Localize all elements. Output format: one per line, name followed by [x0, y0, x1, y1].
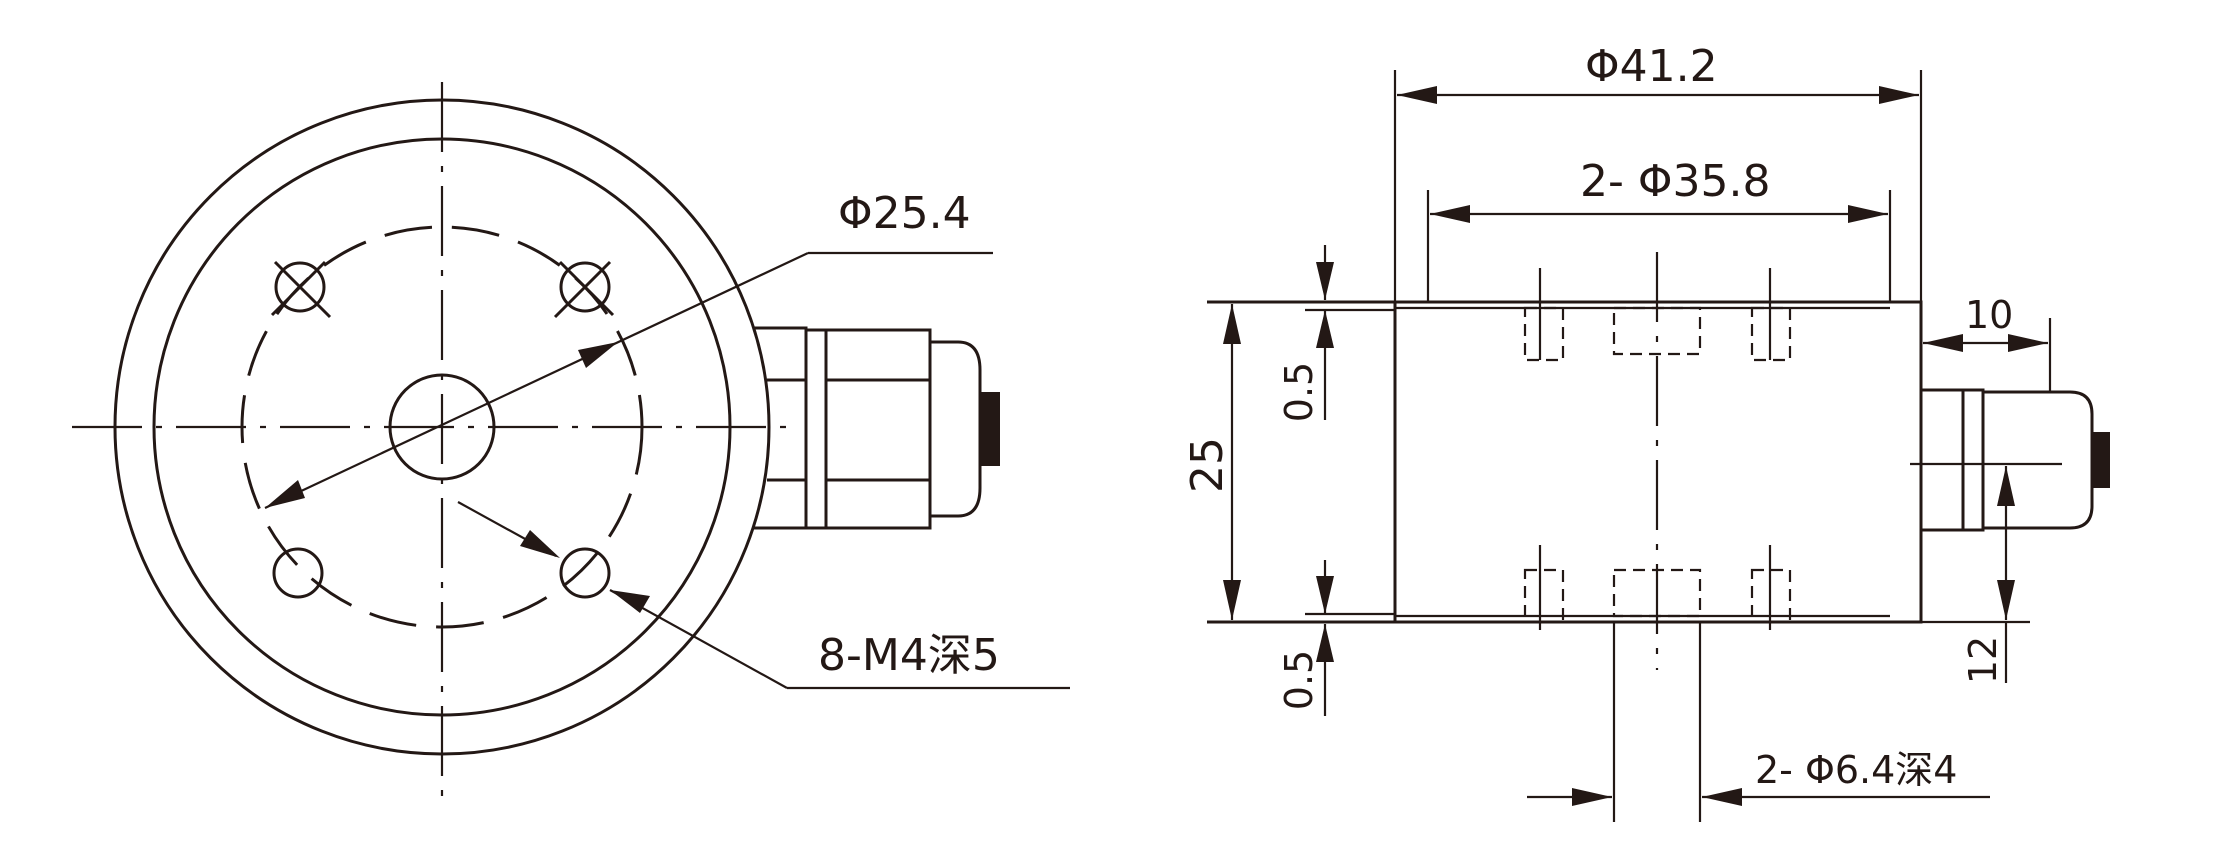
dim-overall-diameter: Φ41.2 — [1393, 41, 1923, 302]
center-hole — [388, 373, 496, 481]
hidden-holes-top — [1523, 268, 1792, 362]
dim-thread-holes: 8-M4深5 — [457, 501, 1070, 690]
label-outer-diameter: Φ25.4 — [838, 188, 971, 239]
dim-connector-height: 12 — [1921, 466, 2030, 684]
side-view: Φ41.2 2- Φ35.8 25 0.5 — [1182, 41, 2110, 822]
hole-bottom-right — [559, 547, 611, 599]
hole-bottom-left — [272, 547, 324, 599]
label-thread-holes: 8-M4深5 — [818, 630, 1000, 681]
label-inner-diameter: 2- Φ35.8 — [1580, 156, 1770, 207]
dim-outer-diameter: Φ25.4 — [264, 188, 993, 509]
dim-inner-diameter: 2- Φ35.8 — [1426, 156, 1892, 302]
bolt-circle — [240, 225, 644, 629]
label-gap-bottom: 0.5 — [1277, 650, 1321, 710]
label-connector-height: 12 — [1961, 636, 2005, 684]
front-cable-connector — [754, 326, 1000, 530]
dim-connector-length: 10 — [1923, 293, 2052, 392]
hole-top-left — [270, 260, 332, 319]
label-pin-holes: 2- Φ6.4深4 — [1755, 748, 1958, 792]
label-gap-top: 0.5 — [1277, 362, 1321, 422]
label-overall-diameter: Φ41.2 — [1585, 41, 1718, 92]
outer-body-circle — [113, 98, 771, 756]
inner-body-circle — [152, 137, 732, 717]
dim-height: 25 — [1182, 304, 1241, 620]
hole-top-right — [553, 260, 615, 319]
label-connector-length: 10 — [1965, 293, 2013, 337]
side-cable-connector — [1910, 388, 2110, 532]
front-view: Φ25.4 8-M4深5 — [72, 82, 1070, 800]
dim-gap-top: 0.5 — [1277, 245, 1395, 422]
dim-pin-holes: 2- Φ6.4深4 — [1527, 622, 1990, 822]
label-height: 25 — [1182, 437, 1233, 493]
hidden-holes-bottom — [1523, 545, 1792, 630]
dim-gap-bottom: 0.5 — [1277, 560, 1395, 716]
